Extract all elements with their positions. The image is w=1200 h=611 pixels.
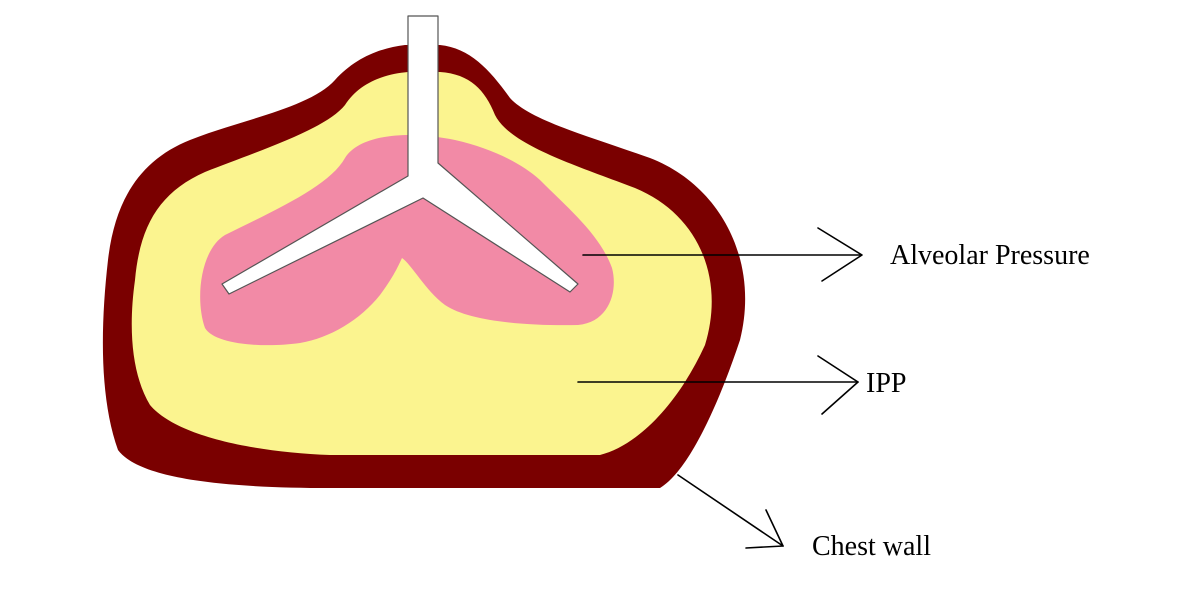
chest-wall-label: Chest wall (812, 531, 931, 562)
chest-wall-pointer-line (677, 474, 784, 547)
ipp-arrowhead (817, 355, 859, 415)
lung-shape (200, 135, 614, 346)
airway-shape (221, 15, 579, 295)
alveolar-pressure-label: Alveolar Pressure (890, 240, 1090, 271)
chest-wall-arrowhead (745, 509, 784, 549)
ipp-label: IPP (866, 368, 906, 399)
alveolar-arrowhead (817, 227, 863, 282)
